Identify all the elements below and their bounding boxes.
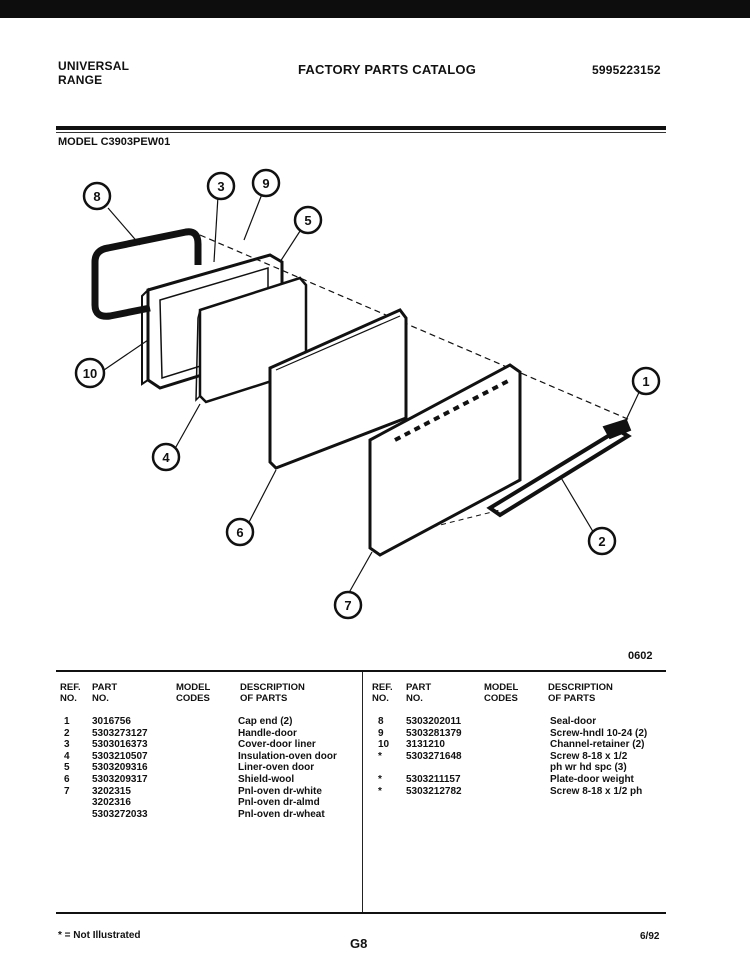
svg-text:3: 3 xyxy=(217,179,224,194)
brand-line-1: UNIVERSAL xyxy=(58,59,130,73)
leader-2 xyxy=(559,475,599,541)
callout-9: 9 xyxy=(251,168,281,198)
model-label: MODEL C3903PEW01 xyxy=(58,136,171,148)
publication-number: 5995223152 xyxy=(592,63,661,77)
door-handle-part xyxy=(486,427,632,518)
leader-10 xyxy=(103,339,149,371)
callout-7: 7 xyxy=(333,590,363,620)
oven-door-panel-part xyxy=(368,363,522,557)
catalog-date: 6/92 xyxy=(640,931,660,942)
leader-3 xyxy=(213,195,219,263)
page-number: G8 xyxy=(350,936,368,951)
leader-7 xyxy=(345,551,373,599)
table-bottom-rule xyxy=(56,912,666,914)
callout-3: 3 xyxy=(206,171,236,201)
svg-text:7: 7 xyxy=(344,598,351,613)
callout-2: 2 xyxy=(587,526,617,556)
callout-4: 4 xyxy=(151,442,181,472)
footnote: * = Not Illustrated xyxy=(58,930,141,941)
door-seal-part xyxy=(91,228,202,320)
table-column-divider xyxy=(362,672,363,912)
cover-edge xyxy=(195,309,201,402)
leader-5 xyxy=(279,227,303,263)
callout-1: 1 xyxy=(631,366,661,396)
brand-block: UNIVERSAL RANGE xyxy=(58,59,129,87)
diagram-code: 0602 xyxy=(628,650,653,662)
handle-end-cap-part xyxy=(602,418,632,440)
catalog-title: FACTORY PARTS CATALOG xyxy=(298,62,477,77)
shield-top-edge xyxy=(275,315,401,371)
leader-6 xyxy=(245,469,277,529)
alignment-line xyxy=(199,234,631,421)
svg-text:10: 10 xyxy=(83,366,97,381)
svg-text:8: 8 xyxy=(93,189,100,204)
header-ref-no-right: REF.NO. xyxy=(372,682,393,704)
callout-8: 8 xyxy=(82,181,112,211)
header-ref-no-left: REF.NO. xyxy=(60,682,81,704)
svg-text:2: 2 xyxy=(598,534,605,549)
svg-text:1: 1 xyxy=(642,374,649,389)
shield-wool-part xyxy=(268,308,408,470)
header-rule-thin xyxy=(56,132,666,133)
brand-line-2: RANGE xyxy=(58,73,103,87)
table-top-rule xyxy=(56,670,666,672)
exploded-parts-diagram: 1 2 3 4 5 6 7 8 9 10 xyxy=(74,168,661,620)
leader-8-top xyxy=(107,207,141,246)
leader-9 xyxy=(243,193,263,241)
top-scan-bar xyxy=(0,0,750,18)
callout-5: 5 xyxy=(293,205,323,235)
callout-6: 6 xyxy=(225,517,255,547)
svg-text:4: 4 xyxy=(162,450,170,465)
svg-text:5: 5 xyxy=(304,213,311,228)
liner-side-channel xyxy=(141,287,149,386)
table-row: ph wr hd spc (3) xyxy=(550,762,627,774)
callout-10: 10 xyxy=(74,357,106,389)
svg-text:9: 9 xyxy=(262,176,269,191)
svg-text:6: 6 xyxy=(236,525,243,540)
header-rule xyxy=(56,126,666,130)
leader-4 xyxy=(171,403,201,455)
